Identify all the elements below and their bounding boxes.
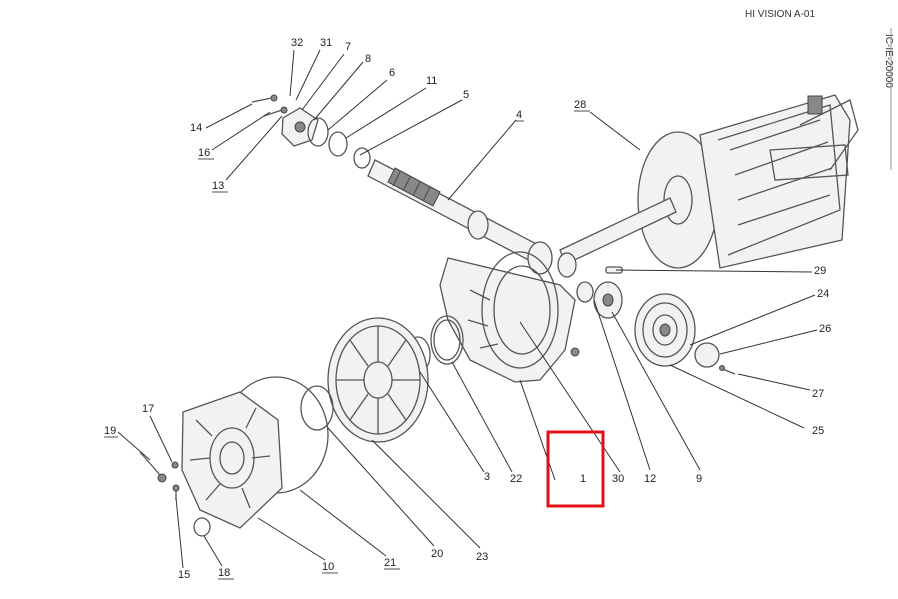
callout-8: 8 — [365, 53, 371, 65]
highlight-box-part-1 — [546, 430, 605, 508]
part-28-motor — [637, 94, 859, 269]
part-23-impeller-plate — [327, 317, 429, 443]
callout-18: 18 — [218, 567, 230, 579]
part-11-ring — [353, 147, 371, 169]
callout-17: 17 — [142, 403, 154, 415]
part-7-small-housing — [281, 107, 319, 147]
part-4-shaft — [367, 159, 577, 278]
callout-31: 31 — [320, 37, 332, 49]
callout-1: 1 — [580, 473, 586, 485]
part-20-oring — [300, 385, 334, 431]
callout-5: 5 — [463, 89, 469, 101]
callout-9: 9 — [696, 473, 702, 485]
part-18-ring — [193, 517, 211, 537]
part-30-bushing — [576, 281, 594, 303]
diagram-header: HI VISION A-01 — [745, 9, 815, 20]
callout-27: 27 — [812, 388, 824, 400]
callout-4: 4 — [516, 109, 522, 121]
callout-21: 21 — [384, 557, 396, 569]
part-26-washer — [694, 342, 720, 368]
part-1-housing — [439, 251, 580, 383]
callout-23: 23 — [476, 551, 488, 563]
part-27-screw — [719, 365, 736, 375]
part-6-ring — [328, 131, 348, 157]
callout-7: 7 — [345, 41, 351, 53]
callout-20: 20 — [431, 548, 443, 560]
part-15-screw — [172, 484, 180, 500]
part-22-oring — [430, 315, 464, 365]
side-code-label: IC-IE-20000 — [883, 34, 894, 88]
callout-19: 19 — [104, 425, 116, 437]
part-13-screw — [263, 106, 288, 117]
leader-lines — [117, 49, 818, 569]
callouts: 32 31 7 8 6 11 5 4 28 14 16 13 29 24 26 … — [104, 37, 831, 581]
callout-28: 28 — [574, 99, 586, 111]
callout-30: 30 — [612, 473, 624, 485]
callout-11: 11 — [426, 75, 437, 87]
callout-3: 3 — [484, 471, 490, 483]
part-9-pulley — [634, 293, 696, 367]
part-8-ring — [307, 117, 329, 147]
callout-29: 29 — [814, 265, 826, 277]
part-10-cover — [181, 391, 283, 529]
part-17-washer — [171, 461, 179, 469]
part-14-screw — [251, 94, 278, 103]
callout-25: 25 — [812, 425, 824, 437]
callout-16: 16 — [198, 147, 210, 159]
callout-underlines — [104, 110, 590, 580]
callout-6: 6 — [389, 67, 395, 79]
callout-22: 22 — [510, 473, 522, 485]
callout-10: 10 — [322, 561, 334, 573]
callout-15: 15 — [178, 569, 190, 581]
callout-14: 14 — [190, 122, 202, 134]
callout-12: 12 — [644, 473, 656, 485]
part-19-bolt — [139, 451, 167, 483]
callout-13: 13 — [212, 180, 224, 192]
callout-24: 24 — [817, 288, 829, 300]
callout-32: 32 — [291, 37, 303, 49]
callout-26: 26 — [819, 323, 831, 335]
